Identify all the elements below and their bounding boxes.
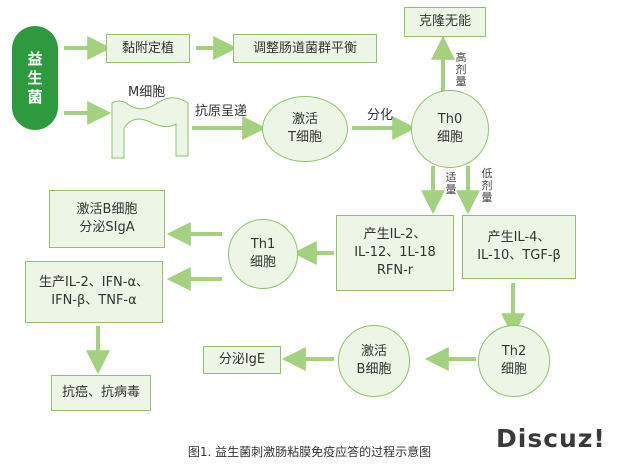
clonal-anergy-box: 克隆无能 xyxy=(404,7,486,37)
produce-ifn-box: 生产IL-2、IFN-α、 IFN-β、TNF-α xyxy=(25,261,163,323)
anti-cancer-box: 抗癌、抗病毒 xyxy=(51,375,151,411)
high-dose-label: 高 剂 量 xyxy=(454,52,468,88)
balance-flora-box: 调整肠道菌群平衡 xyxy=(233,34,377,63)
th2-cell-node: Th2 细胞 xyxy=(478,325,550,397)
differentiation-label: 分化 xyxy=(367,104,393,123)
moderate-dose-label: 适 量 xyxy=(444,172,458,196)
antigen-presentation-label: 抗原呈递 xyxy=(195,100,247,119)
low-dose-label: 低 剂 量 xyxy=(480,168,494,204)
il4-tgf-box: 产生IL-4、 IL-10、TGF-β xyxy=(462,215,576,279)
activate-b-cell-node: 激活 B细胞 xyxy=(338,325,410,397)
watermark-logo: Discuz! xyxy=(496,424,606,453)
th1-cell-node: Th1 细胞 xyxy=(228,219,298,289)
m-cell-shape xyxy=(112,98,188,158)
secrete-ige-box: 分泌IgE xyxy=(203,346,281,374)
il2-rfn-box: 产生IL-2、 IL-12、1L-18 RFN-r xyxy=(336,215,454,291)
activate-b-sigA-box: 激活B细胞 分泌SIgA xyxy=(49,190,165,248)
th0-cell-node: Th0 细胞 xyxy=(411,90,489,168)
activate-t-cell-node: 激活 T细胞 xyxy=(262,96,348,162)
adhere-colonize-box: 黏附定植 xyxy=(106,34,190,63)
probiotic-node: 益 生 菌 xyxy=(12,26,58,130)
m-cell-label: M细胞 xyxy=(128,81,165,100)
